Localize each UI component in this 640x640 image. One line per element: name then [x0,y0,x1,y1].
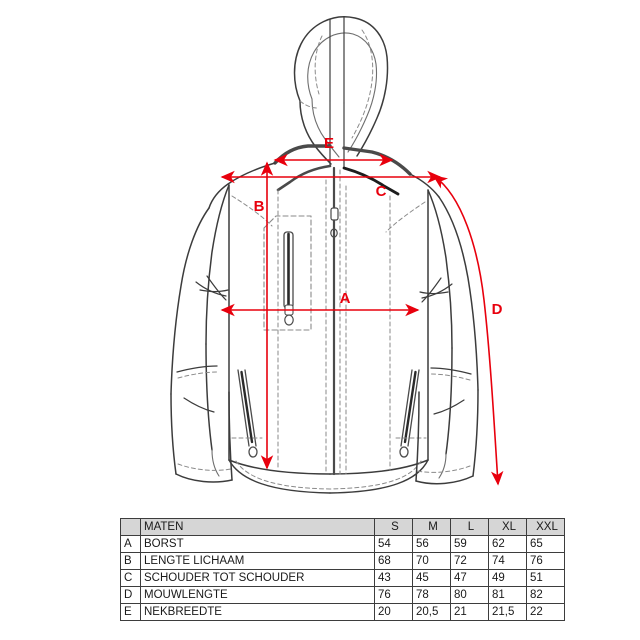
row-label: SCHOUDER TOT SCHOUDER [140,569,375,587]
measurement-lines [220,153,504,486]
row-letter: C [120,569,141,587]
row-label: BORST [140,535,375,553]
row-value-l: 80 [450,586,489,604]
row-value-xxl: 22 [526,603,565,621]
row-label: NEKBREEDTE [140,603,375,621]
marker-label-C: C [376,183,387,200]
header-size-m: M [412,518,451,536]
header-corner [120,518,141,536]
row-letter: A [120,535,141,553]
marker-label-E: E [324,135,334,152]
row-value-s: 54 [374,535,413,553]
table-row: A BORST 54 56 59 62 65 [120,535,565,553]
row-value-m: 78 [412,586,451,604]
row-value-xxl: 51 [526,569,565,587]
measure-line-D [432,175,504,486]
row-value-xl: 74 [488,552,527,570]
row-value-xl: 81 [488,586,527,604]
row-value-m: 70 [412,552,451,570]
row-label: LENGTE LICHAAM [140,552,375,570]
row-value-m: 45 [412,569,451,587]
row-letter: D [120,586,141,604]
header-size-xl: XL [488,518,527,536]
size-table-body: A BORST 54 56 59 62 65 B LENGTE LICHAAM … [120,535,565,621]
table-row: D MOUWLENGTE 76 78 80 81 82 [120,586,565,604]
table-row: B LENGTE LICHAAM 68 70 72 74 76 [120,552,565,570]
header-size-l: L [450,518,489,536]
row-value-m: 20,5 [412,603,451,621]
row-value-s: 68 [374,552,413,570]
row-value-l: 72 [450,552,489,570]
row-label: MOUWLENGTE [140,586,375,604]
measurement-labels: E C B A D [254,135,503,318]
marker-label-D: D [492,301,503,318]
size-table-header: MATEN S M L XL XXL [120,518,565,536]
row-value-l: 59 [450,535,489,553]
row-value-xl: 49 [488,569,527,587]
header-name: MATEN [140,518,375,536]
row-value-s: 76 [374,586,413,604]
row-value-m: 56 [412,535,451,553]
table-row: E NEKBREEDTE 20 20,5 21 21,5 22 [120,603,565,621]
row-value-l: 47 [450,569,489,587]
table-header-row: MATEN S M L XL XXL [120,518,565,536]
row-value-xl: 62 [488,535,527,553]
row-value-s: 43 [374,569,413,587]
marker-label-A: A [340,290,351,307]
row-value-xxl: 82 [526,586,565,604]
row-letter: E [120,603,141,621]
header-size-s: S [374,518,413,536]
row-letter: B [120,552,141,570]
row-value-xxl: 65 [526,535,565,553]
row-value-xl: 21,5 [488,603,527,621]
size-table-container: MATEN S M L XL XXL A BORST 54 56 59 62 6… [120,518,565,621]
row-value-xxl: 76 [526,552,565,570]
marker-label-B: B [254,198,265,215]
size-table: MATEN S M L XL XXL A BORST 54 56 59 62 6… [120,518,565,621]
table-row: C SCHOUDER TOT SCHOUDER 43 45 47 49 51 [120,569,565,587]
jacket-diagram: E C B A D [170,16,504,494]
row-value-l: 21 [450,603,489,621]
header-size-xxl: XXL [526,518,565,536]
row-value-s: 20 [374,603,413,621]
